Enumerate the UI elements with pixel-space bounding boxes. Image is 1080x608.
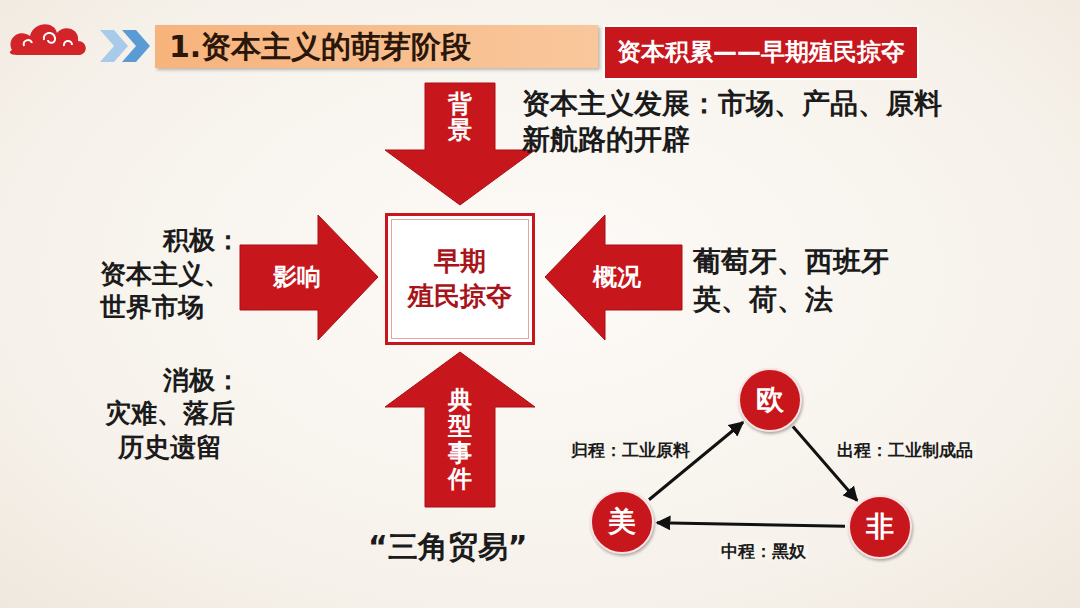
circle-label: 美 — [608, 505, 636, 539]
title-text: 1.资本主义的萌芽阶段 — [155, 25, 598, 68]
circle-node: 美 — [590, 490, 654, 554]
edge-label: 归程：工业原料 — [568, 440, 693, 460]
circle-node: 欧 — [738, 368, 802, 432]
cloud-shape — [10, 24, 86, 55]
text-label: 葡萄牙、西班牙 英、荷、法 — [693, 243, 903, 319]
arrow-text-holder: 背景 — [448, 91, 472, 144]
cloud-curl — [24, 33, 72, 46]
arrow-shape: 概况 — [545, 215, 682, 340]
arrow-fill — [545, 215, 682, 340]
arrow-text-holder: 影响 — [273, 263, 321, 292]
edge-label: 出程：工业制成品 — [834, 440, 976, 460]
chevron — [100, 30, 128, 62]
circle-label: 非 — [866, 510, 894, 544]
arrow-label: 背景 — [448, 91, 472, 144]
arrow-shape: 背景 — [385, 83, 535, 205]
flow-arrow — [649, 422, 743, 499]
arrow-label: 典型事件 — [448, 387, 472, 493]
arrow-fill — [385, 352, 535, 507]
text-label: 消极： — [163, 364, 241, 397]
arrow-shape: 影响 — [240, 215, 378, 340]
arrow-label: 概况 — [593, 263, 641, 292]
circle-label: 欧 — [756, 383, 784, 417]
center-box: 早期 殖民掠夺 — [385, 213, 535, 345]
text-label: 资本主义发展：市场、产品、原料 新航路的开辟 — [522, 86, 962, 159]
flow-arrow — [657, 523, 845, 527]
arrow-label: 影响 — [273, 263, 321, 292]
arrow-fill — [240, 215, 378, 340]
header-box: 资本积累——早期殖民掠夺 — [603, 25, 919, 80]
box-label: 早期 殖民掠夺 — [400, 244, 520, 314]
chevron — [122, 30, 150, 62]
text-label: “三角贸易” — [368, 528, 527, 566]
arrow-shape: 典型事件 — [385, 352, 535, 507]
text-label: 资本主义、 世界市场 — [100, 258, 240, 324]
title-banner: 1.资本主义的萌芽阶段 — [155, 25, 598, 68]
edge-label: 中程：黑奴 — [718, 541, 809, 561]
box-label: 资本积累——早期殖民掠夺 — [603, 31, 919, 74]
cloud-ornament — [10, 24, 86, 55]
arrow-text-holder: 典型事件 — [448, 387, 472, 493]
text-label: 积极： — [163, 224, 241, 257]
flow-arrow — [793, 426, 857, 500]
circle-node: 非 — [848, 495, 912, 559]
arrow-fill — [385, 83, 535, 205]
arrow-text-holder: 概况 — [593, 263, 641, 292]
text-label: 灾难、落后 历史遗留 — [100, 396, 240, 465]
